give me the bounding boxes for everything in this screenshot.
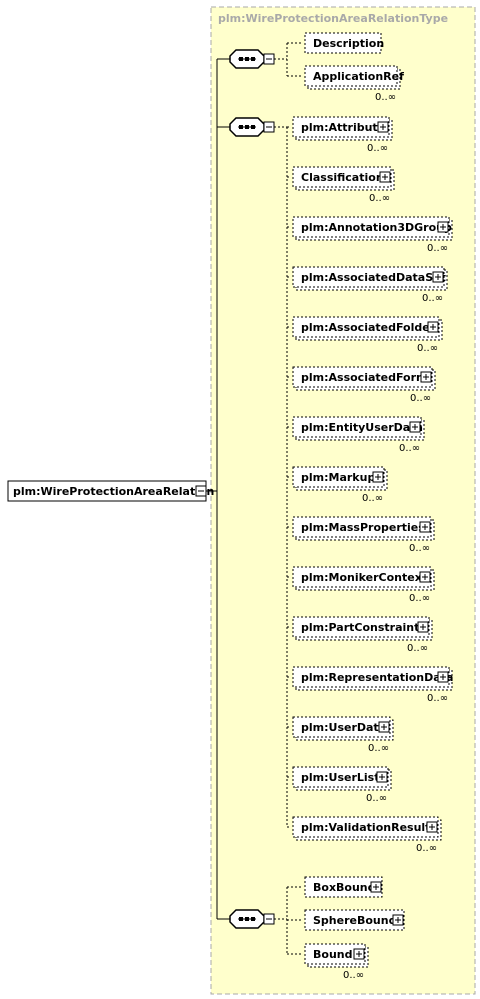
occurrence-label: 0..∞ <box>416 843 437 854</box>
root-element[interactable]: plm:WireProtectionAreaRelation <box>7 480 214 502</box>
occurrence-label: 0..∞ <box>343 970 364 981</box>
element-label: BoxBound <box>313 881 376 894</box>
element-label: plm:ValidationResults <box>301 821 437 834</box>
occurrence-label: 0..∞ <box>368 743 389 754</box>
expand-icon[interactable] <box>353 948 365 960</box>
element-box[interactable]: plm:PartConstraints 0..∞ <box>292 616 433 654</box>
occurrence-label: 0..∞ <box>367 143 388 154</box>
occurrence-label: 0..∞ <box>369 193 390 204</box>
child-elements: DescriptionApplicationRef0..∞plm:Attribu… <box>292 32 453 981</box>
element-box[interactable]: plm:MonikerContext 0..∞ <box>292 566 435 604</box>
expand-icon[interactable] <box>420 371 432 383</box>
element-box[interactable]: plm:Attribute 0..∞ <box>292 116 393 154</box>
element-label: plm:AssociatedDataSet <box>301 271 446 284</box>
element-box[interactable]: plm:UserList 0..∞ <box>292 766 392 804</box>
element-box[interactable]: SphereBound <box>304 909 405 931</box>
element-box[interactable]: Classification 0..∞ <box>292 166 395 204</box>
expand-icon[interactable] <box>437 671 449 683</box>
element-box[interactable]: Bound 0..∞ <box>304 943 369 981</box>
expand-icon[interactable] <box>409 421 421 433</box>
sequence-compositors <box>217 49 275 929</box>
element-label: plm:MassProperties <box>301 521 425 534</box>
element-label: Classification <box>301 171 384 184</box>
element-label: plm:EntityUserData <box>301 421 423 434</box>
expand-icon[interactable] <box>370 881 382 893</box>
element-label: Description <box>313 37 384 50</box>
root-element-label: plm:WireProtectionAreaRelation <box>13 485 214 498</box>
element-box[interactable]: plm:AssociatedForm 0..∞ <box>292 366 436 404</box>
sequence-compositor[interactable] <box>217 117 275 137</box>
element-label: plm:UserList <box>301 771 379 784</box>
expand-icon[interactable] <box>377 121 389 133</box>
sequence-compositor[interactable] <box>217 49 275 69</box>
element-box[interactable]: BoxBound <box>304 876 383 898</box>
element-box[interactable]: plm:AssociatedDataSet 0..∞ <box>292 266 448 304</box>
occurrence-label: 0..∞ <box>422 293 443 304</box>
element-label: ApplicationRef <box>313 70 404 83</box>
element-label: plm:Attribute <box>301 121 385 134</box>
element-label: SphereBound <box>313 914 396 927</box>
expand-icon[interactable] <box>426 821 438 833</box>
expand-icon[interactable] <box>432 271 444 283</box>
occurrence-label: 0..∞ <box>399 443 420 454</box>
element-box[interactable]: Description <box>304 32 384 54</box>
element-box[interactable]: plm:UserData 0..∞ <box>292 716 394 754</box>
element-label: plm:AssociatedForm <box>301 371 428 384</box>
element-box[interactable]: plm:RepresentationData 0..∞ <box>292 666 453 704</box>
expand-icon[interactable] <box>417 621 429 633</box>
occurrence-label: 0..∞ <box>410 393 431 404</box>
sequence-compositor[interactable] <box>217 909 275 929</box>
occurrence-label: 0..∞ <box>375 92 396 103</box>
expand-icon[interactable] <box>379 171 391 183</box>
expand-icon[interactable] <box>378 721 390 733</box>
occurrence-label: 0..∞ <box>417 343 438 354</box>
element-box[interactable]: plm:EntityUserData 0..∞ <box>292 416 425 454</box>
occurrence-label: 0..∞ <box>409 543 430 554</box>
element-box[interactable]: plm:Markup 0..∞ <box>292 466 388 504</box>
element-box[interactable]: plm:AssociatedFolder 0..∞ <box>292 316 443 354</box>
element-box[interactable]: ApplicationRef 0..∞ <box>304 65 404 103</box>
collapse-icon[interactable] <box>263 53 275 65</box>
occurrence-label: 0..∞ <box>362 493 383 504</box>
element-label: plm:MonikerContext <box>301 571 427 584</box>
connector-lines <box>206 42 303 955</box>
element-box[interactable]: plm:Annotation3DGroup 0..∞ <box>292 216 453 254</box>
element-label: plm:Markup <box>301 471 375 484</box>
expand-icon[interactable] <box>437 221 449 233</box>
element-label: plm:Annotation3DGroup <box>301 221 452 234</box>
element-box[interactable]: plm:ValidationResults 0..∞ <box>292 816 442 854</box>
element-label: plm:UserData <box>301 721 386 734</box>
occurrence-label: 0..∞ <box>427 243 448 254</box>
expand-icon[interactable] <box>419 521 431 533</box>
expand-icon[interactable] <box>427 321 439 333</box>
expand-icon[interactable] <box>195 485 207 497</box>
occurrence-label: 0..∞ <box>409 593 430 604</box>
expand-icon[interactable] <box>419 571 431 583</box>
element-label: plm:PartConstraints <box>301 621 426 634</box>
element-label: Bound <box>313 948 352 961</box>
occurrence-label: 0..∞ <box>366 793 387 804</box>
expand-icon[interactable] <box>376 771 388 783</box>
collapse-icon[interactable] <box>263 913 275 925</box>
expand-icon[interactable] <box>372 471 384 483</box>
type-title: plm:WireProtectionAreaRelationType <box>218 12 448 25</box>
occurrence-label: 0..∞ <box>427 693 448 704</box>
element-label: plm:RepresentationData <box>301 671 453 684</box>
element-box[interactable]: plm:MassProperties 0..∞ <box>292 516 435 554</box>
expand-icon[interactable] <box>392 914 404 926</box>
element-label: plm:AssociatedFolder <box>301 321 436 334</box>
occurrence-label: 0..∞ <box>407 643 428 654</box>
collapse-icon[interactable] <box>263 121 275 133</box>
